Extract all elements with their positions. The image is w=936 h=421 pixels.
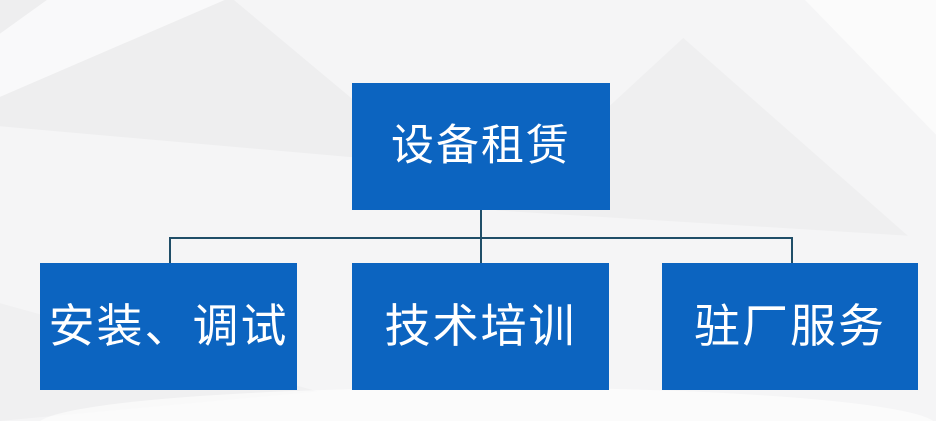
- connector-drop-right: [791, 237, 793, 264]
- connector-horizontal-bar: [169, 237, 793, 239]
- node-resident-service: 驻厂服务: [662, 263, 918, 390]
- connector-root-stem: [480, 210, 482, 264]
- node-equipment-rental-label: 设备租赁: [391, 123, 571, 170]
- node-technical-training-label: 技术培训: [384, 300, 577, 352]
- node-resident-service-label: 驻厂服务: [694, 300, 886, 352]
- node-equipment-rental: 设备租赁: [352, 83, 610, 210]
- connector-drop-left: [169, 237, 171, 264]
- node-install-debug: 安装、调试: [40, 263, 297, 390]
- node-technical-training: 技术培训: [352, 263, 609, 390]
- node-install-debug-label: 安装、调试: [48, 300, 289, 352]
